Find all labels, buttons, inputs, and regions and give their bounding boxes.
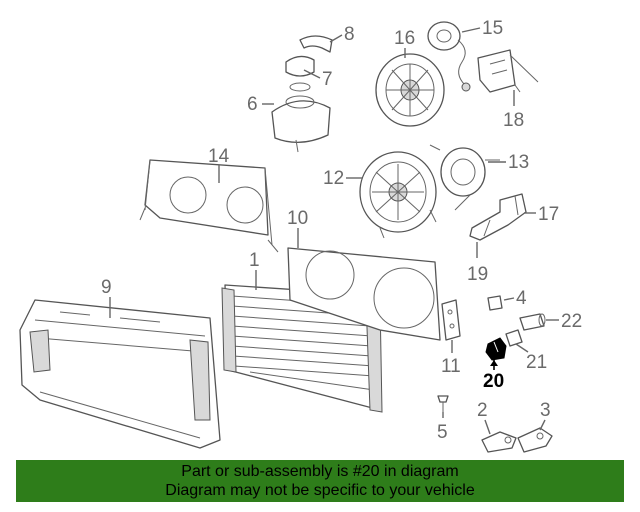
callout-13: 13 (508, 152, 529, 173)
part-15-fan-motor (427, 21, 471, 92)
callout-5: 5 (437, 422, 448, 443)
part-5-bolt (437, 395, 449, 412)
callout-14: 14 (208, 146, 230, 167)
part-4-clip (487, 295, 503, 311)
part-22-sensor (519, 313, 546, 331)
part-8-clip (299, 35, 333, 53)
part-20-highlighted (485, 337, 507, 361)
callout-15: 15 (482, 18, 503, 39)
part-7-cap (285, 55, 315, 92)
part-9-front-panel (19, 299, 221, 449)
part-10-fan-shroud (287, 247, 441, 341)
callout-11: 11 (441, 356, 461, 377)
part-2-lever (481, 431, 517, 453)
part-3-lever (517, 427, 553, 453)
part-13-fan-ring (429, 144, 500, 211)
callout-19: 19 (467, 264, 488, 285)
banner-line-1: Part or sub-assembly is #20 in diagram (181, 463, 459, 480)
callout-17: 17 (538, 204, 559, 225)
callout-16: 16 (394, 28, 415, 49)
part-18-module-bracket (477, 49, 539, 93)
callout-2: 2 (477, 400, 488, 421)
callout-9: 9 (101, 277, 112, 298)
parts-diagram: 9 1 10 14 6 7 8 (19, 18, 582, 453)
callout-12: 12 (323, 168, 344, 189)
part-14-fan-bracket (139, 159, 279, 253)
part-21-connector (505, 329, 523, 347)
banner-line-2: Diagram may not be specific to your vehi… (165, 482, 475, 499)
callout-20: 20 (483, 371, 504, 392)
callout-10: 10 (287, 208, 308, 229)
info-banner: Part or sub-assembly is #20 in diagram D… (16, 460, 624, 502)
callout-4: 4 (516, 288, 527, 309)
callout-18: 18 (503, 110, 524, 131)
callout-1: 1 (249, 250, 260, 271)
part-12-aux-fan (359, 151, 437, 239)
part-17-duct (469, 193, 527, 241)
callout-6: 6 (247, 94, 258, 115)
part-16-fan (375, 53, 445, 127)
callout-22: 22 (561, 311, 582, 332)
part-11-bracket (441, 299, 461, 341)
part-6-expansion-tank (271, 95, 331, 153)
callout-8: 8 (344, 24, 355, 45)
callout-3: 3 (540, 400, 551, 421)
callout-7: 7 (322, 69, 333, 90)
callout-21: 21 (526, 352, 547, 373)
